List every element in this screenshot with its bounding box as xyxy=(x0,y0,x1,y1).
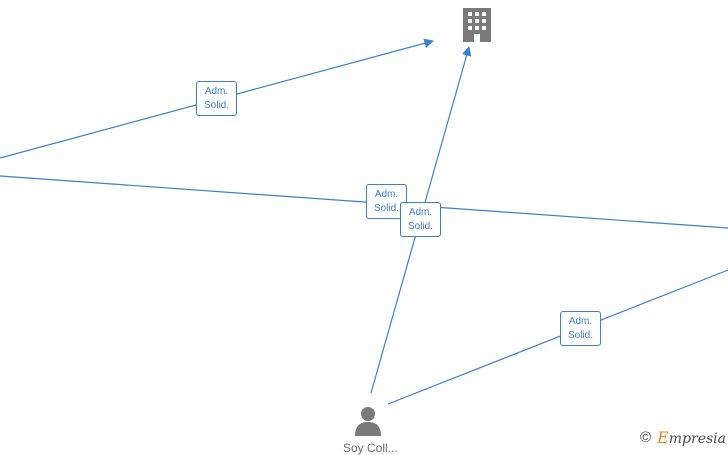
edge-label-left-to-company[interactable]: Adm. Solid. xyxy=(196,81,237,116)
copyright-icon: © xyxy=(640,429,652,446)
brand-initial: E xyxy=(657,428,669,447)
edge-line-person-to-right[interactable] xyxy=(387,269,728,405)
edge-label-type: Solid. xyxy=(567,329,593,341)
brand-logo: Empresia xyxy=(657,428,726,447)
edge-label-role: Adm. xyxy=(374,188,399,200)
edge-label-person-to-company[interactable]: Adm. Solid. xyxy=(400,202,441,237)
brand-name: mpresia xyxy=(668,431,726,447)
edge-label-role: Adm. xyxy=(204,85,229,97)
watermark: © Empresia xyxy=(640,428,726,447)
edge-label-type: Solid. xyxy=(203,99,229,111)
edge-label-role: Adm. xyxy=(408,206,433,218)
edge-line-left-to-right[interactable] xyxy=(0,175,728,229)
edge-label-type: Solid. xyxy=(407,220,433,232)
edge-label-role: Adm. xyxy=(568,315,593,327)
person-node-label[interactable]: Soy Coll... xyxy=(343,441,398,455)
building-icon[interactable] xyxy=(461,8,493,42)
person-icon[interactable] xyxy=(352,406,384,436)
edge-label-type: Solid. xyxy=(373,202,399,214)
edge-label-person-to-right[interactable]: Adm. Solid. xyxy=(560,311,601,346)
